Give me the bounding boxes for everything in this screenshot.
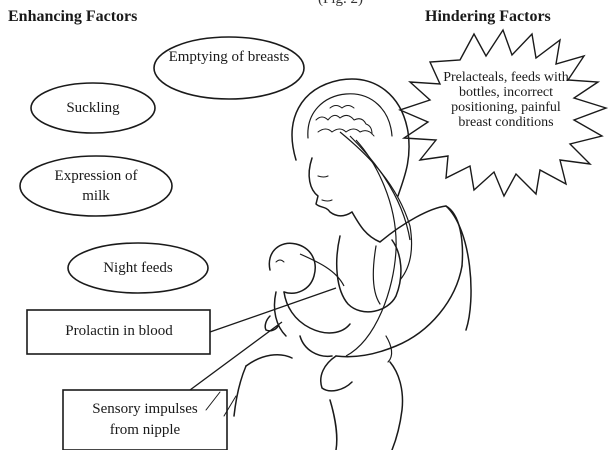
figure-caption-fragment: (Fig. 2) — [318, 0, 363, 8]
mother-figure — [206, 79, 471, 450]
suckling-label: Suckling — [40, 98, 146, 118]
expression-of-milk-label: Expression of milk — [40, 166, 152, 206]
hindering-factors-heading: Hindering Factors — [425, 8, 551, 26]
prolactin-in-blood-label: Prolactin in blood — [30, 321, 208, 342]
hindering-factors-text: Prelacteals, feeds with bottles, incorre… — [436, 70, 576, 130]
enhancing-factors-heading: Enhancing Factors — [8, 8, 137, 26]
night-feeds-label: Night feeds — [80, 258, 196, 278]
sensory-impulses-label: Sensory impulses from nipple — [80, 399, 210, 441]
emptying-of-breasts-label: Emptying of breasts — [168, 47, 290, 67]
connector-prolactin — [210, 288, 336, 332]
